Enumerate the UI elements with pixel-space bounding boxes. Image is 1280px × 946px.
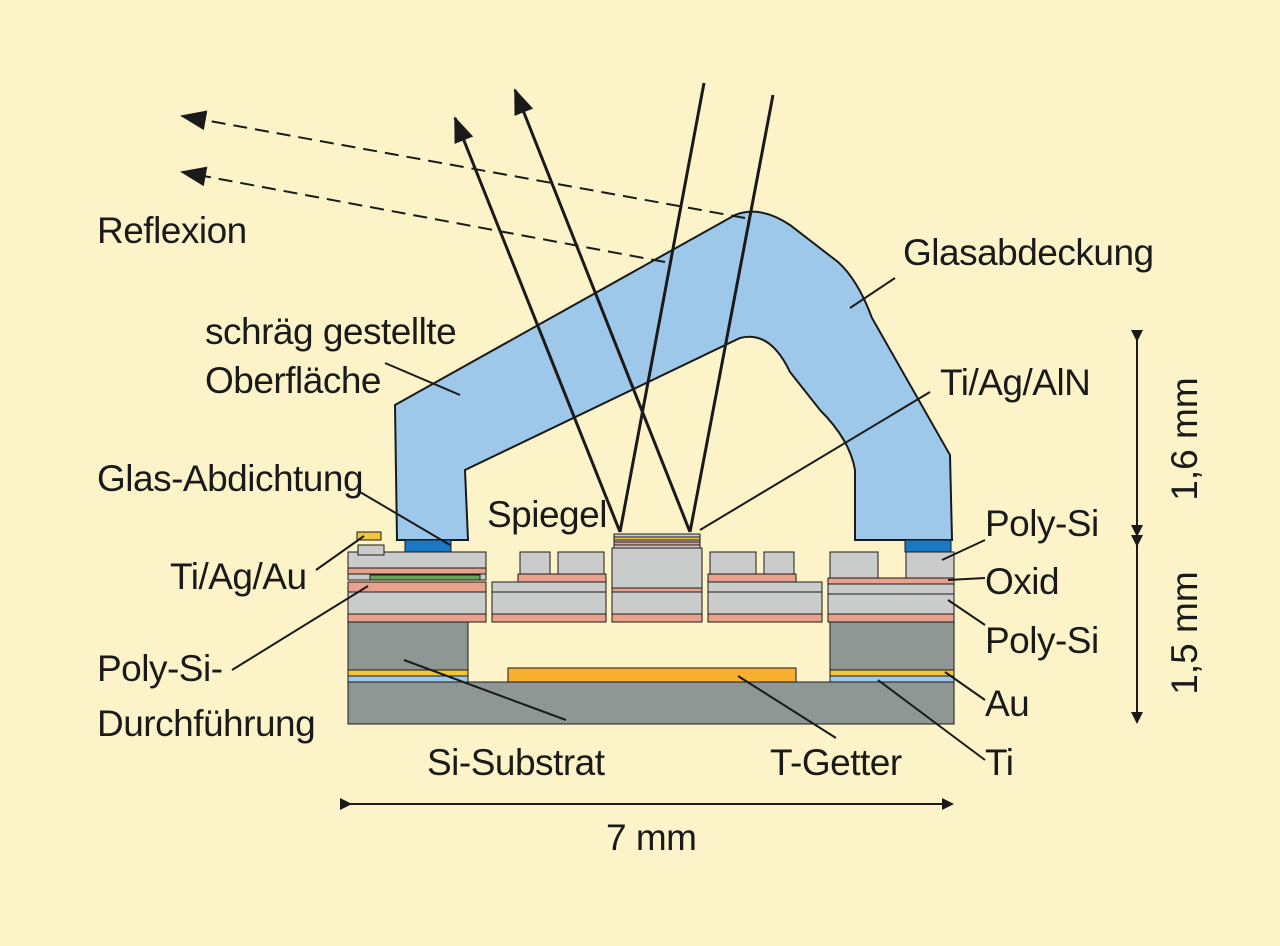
label-ti-ag-aln: Ti/Ag/AlN	[940, 362, 1091, 403]
mirror-layers	[613, 533, 701, 549]
dimension-arrows	[340, 330, 1143, 810]
label-width-dimension: 7 mm	[606, 817, 697, 858]
light-rays	[453, 82, 775, 533]
glass-seal-right	[904, 539, 952, 553]
label-ti: Ti	[985, 742, 1014, 783]
leader-lines	[231, 277, 986, 761]
label-schraeg-line1: schräg gestellte	[205, 311, 457, 352]
label-si-substrat: Si-Substrat	[427, 742, 605, 783]
label-ti-ag-au: Ti/Ag/Au	[170, 556, 307, 597]
label-durchfuehrung-line1: Poly-Si-	[97, 648, 223, 689]
label-glas-abdichtung: Glas-Abdichtung	[97, 458, 364, 499]
label-oxid: Oxid	[985, 561, 1060, 602]
label-au: Au	[985, 683, 1030, 724]
label-height-top: 1,6 mm	[1164, 377, 1205, 501]
label-reflexion: Reflexion	[97, 210, 247, 251]
label-poly-si-top: Poly-Si	[985, 503, 1099, 544]
label-t-getter: T-Getter	[770, 742, 902, 783]
substrate	[347, 621, 955, 725]
label-schraeg-line2: Oberfläche	[205, 360, 382, 401]
reflection-rays	[180, 110, 746, 263]
label-glasabdeckung: Glasabdeckung	[903, 232, 1154, 273]
label-height-bottom: 1,5 mm	[1164, 571, 1205, 695]
t-getter-layer	[507, 667, 797, 683]
glass-cover	[393, 210, 954, 541]
label-durchfuehrung-line2: Durchführung	[97, 703, 316, 744]
label-poly-si-bottom: Poly-Si	[985, 620, 1099, 661]
label-spiegel: Spiegel	[487, 494, 607, 535]
